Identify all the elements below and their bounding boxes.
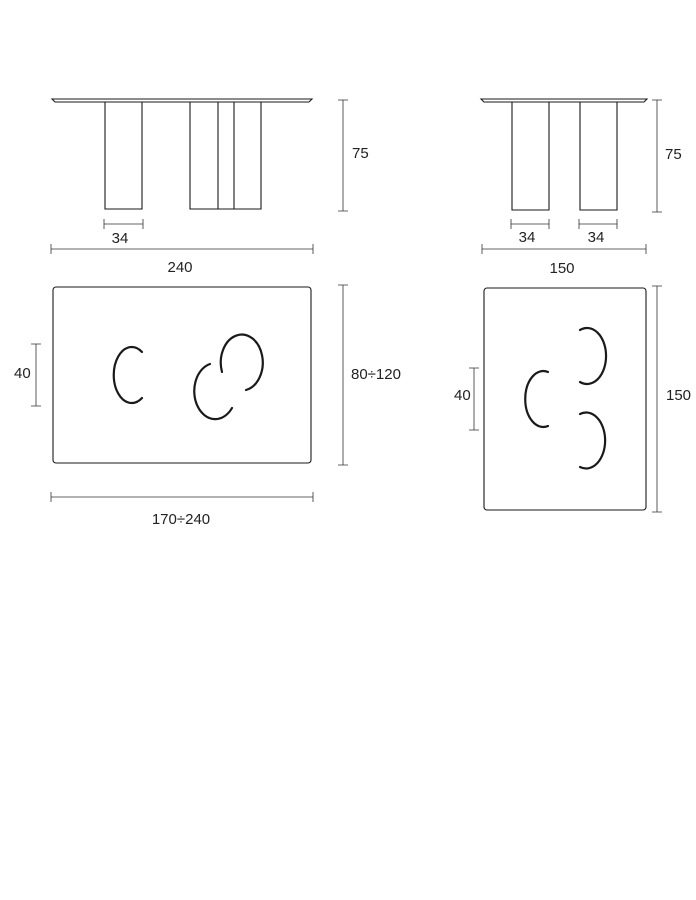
right-length-dimension bbox=[481, 244, 647, 254]
left-tabletop bbox=[50, 98, 314, 103]
left-height-dimension bbox=[338, 99, 348, 212]
right-table-elevation: 34 34 150 75 bbox=[479, 98, 682, 277]
left-leg-double bbox=[189, 102, 262, 210]
right-leg-section-arc-top bbox=[578, 326, 608, 386]
right-height-label: 75 bbox=[665, 146, 682, 163]
right-hole-dimension bbox=[469, 367, 479, 431]
left-width-dimension bbox=[338, 284, 348, 466]
right-leg-section-arc-bottom bbox=[578, 411, 607, 470]
right-length-label: 150 bbox=[549, 260, 574, 277]
left-leg-width-dimension bbox=[103, 219, 144, 229]
left-table-plan: 40 80÷120 170÷240 bbox=[14, 284, 401, 528]
left-height-label: 75 bbox=[352, 145, 369, 162]
left-table-elevation: 34 240 75 bbox=[50, 98, 369, 276]
left-leg-section-arc bbox=[112, 345, 144, 405]
right-leg-2-width-dimension bbox=[578, 219, 618, 229]
right-leg-2 bbox=[579, 102, 618, 211]
right-table-plan: 40 150 bbox=[454, 285, 691, 513]
left-width-label: 80÷120 bbox=[351, 366, 401, 383]
right-side-dimension bbox=[652, 285, 662, 513]
left-plan-length-label: 170÷240 bbox=[152, 511, 210, 528]
right-leg-1 bbox=[511, 102, 550, 211]
right-tabletop bbox=[479, 98, 649, 103]
left-hole-label: 40 bbox=[14, 365, 31, 382]
right-leg-1-width-label: 34 bbox=[519, 229, 536, 246]
left-leg-width-label: 34 bbox=[112, 230, 129, 247]
right-height-dimension bbox=[652, 99, 662, 213]
right-leg-1-width-dimension bbox=[510, 219, 550, 229]
left-length-label: 240 bbox=[167, 259, 192, 276]
left-leg-section-arc-upper bbox=[219, 333, 264, 392]
right-leg-2-width-label: 34 bbox=[588, 229, 605, 246]
left-leg-section-arc-lower bbox=[193, 362, 234, 421]
left-hole-dimension bbox=[31, 343, 41, 407]
right-tabletop-plan bbox=[483, 287, 647, 511]
right-leg-section-arc-left bbox=[524, 369, 550, 429]
left-length-dimension bbox=[50, 244, 314, 254]
right-hole-label: 40 bbox=[454, 387, 471, 404]
left-tabletop-plan bbox=[52, 286, 312, 464]
right-side-label: 150 bbox=[666, 387, 691, 404]
left-plan-length-dimension bbox=[50, 492, 314, 502]
left-leg-single bbox=[104, 102, 143, 210]
